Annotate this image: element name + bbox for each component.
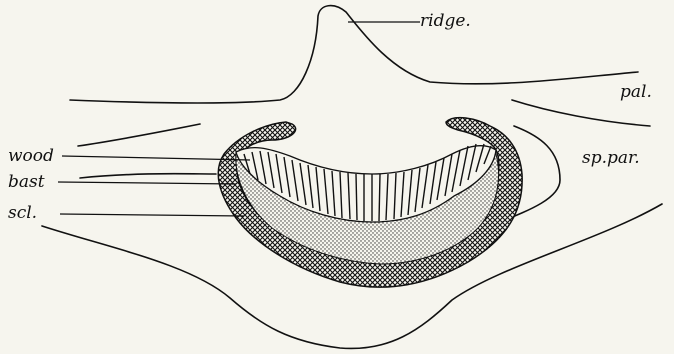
pal-outline-left	[78, 124, 200, 146]
label-pal: pal.	[620, 84, 652, 101]
bast-leader	[58, 182, 236, 184]
label-bast: bast	[8, 174, 45, 191]
upper-outline	[70, 6, 638, 103]
label-ridge: ridge.	[420, 13, 471, 30]
label-scl: scl.	[8, 205, 37, 222]
left-inner-outline	[80, 174, 216, 178]
scl-leader	[60, 214, 244, 216]
label-wood: wood	[8, 148, 54, 165]
pal-outline-right	[512, 100, 650, 126]
label-sp-par: sp.par.	[582, 150, 640, 167]
